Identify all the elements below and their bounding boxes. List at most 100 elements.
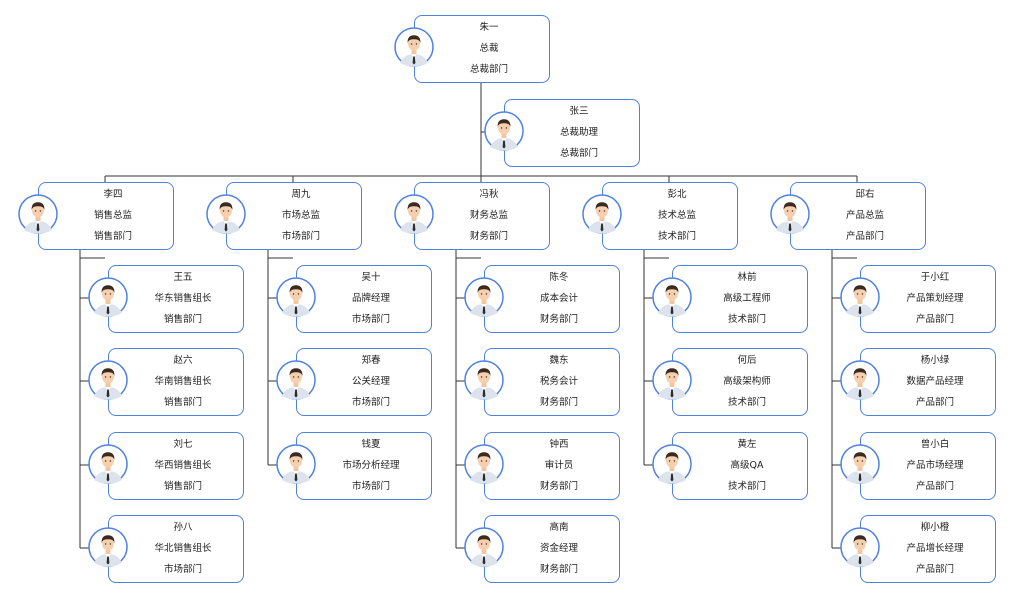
org-card[interactable]: 林前 高级工程师 技术部门 <box>672 265 808 333</box>
person-title: 高级QA <box>730 460 764 471</box>
businessman-avatar-icon <box>394 27 434 67</box>
org-card[interactable]: 高南 资金经理 财务部门 <box>484 515 620 583</box>
person-dept: 技术部门 <box>727 314 766 325</box>
person-dept: 技术部门 <box>727 481 766 492</box>
org-card[interactable]: 邱右 产品总监 产品部门 <box>790 182 926 250</box>
person-dept: 技术部门 <box>657 231 696 242</box>
person-name: 钟西 <box>549 439 569 450</box>
person-title: 成本会计 <box>539 293 578 304</box>
org-card[interactable]: 张三 总裁助理 总裁部门 <box>504 99 640 167</box>
person-name: 林前 <box>737 272 757 283</box>
org-card[interactable]: 陈冬 成本会计 财务部门 <box>484 265 620 333</box>
businessman-avatar-icon <box>88 444 128 484</box>
businessman-avatar-icon <box>18 194 58 234</box>
org-card[interactable]: 吴十 品牌经理 市场部门 <box>296 265 432 333</box>
person-name: 朱一 <box>479 22 499 33</box>
org-card[interactable]: 彭北 技术总监 技术部门 <box>602 182 738 250</box>
person-title: 税务会计 <box>539 376 578 387</box>
person-title: 品牌经理 <box>351 293 390 304</box>
org-card[interactable]: 孙八 华北销售组长 市场部门 <box>108 515 244 583</box>
businessman-avatar-icon <box>464 444 504 484</box>
person-dept: 市场部门 <box>351 481 390 492</box>
org-node-staff-4-3: 柳小橙 产品增长经理 产品部门 <box>840 515 1000 583</box>
businessman-avatar-icon <box>582 194 622 234</box>
org-node-dept-head-0: 李四 销售总监 销售部门 <box>18 182 178 250</box>
person-name: 黄左 <box>737 439 757 450</box>
org-card[interactable]: 杨小绿 数据产品经理 产品部门 <box>860 348 996 416</box>
person-title: 市场总监 <box>281 210 320 221</box>
person-title: 产品总监 <box>845 210 884 221</box>
org-node-assistant: 张三 总裁助理 总裁部门 <box>484 99 644 167</box>
person-name: 冯秋 <box>479 189 499 200</box>
org-card[interactable]: 郑春 公关经理 市场部门 <box>296 348 432 416</box>
person-title: 华东销售组长 <box>154 293 212 304</box>
person-dept: 产品部门 <box>845 231 884 242</box>
person-name: 邱右 <box>855 189 875 200</box>
org-card[interactable]: 魏东 税务会计 财务部门 <box>484 348 620 416</box>
person-title: 产品增长经理 <box>906 543 964 554</box>
businessman-avatar-icon <box>770 194 810 234</box>
org-card[interactable]: 黄左 高级QA 技术部门 <box>672 432 808 500</box>
person-name: 钱夏 <box>361 439 381 450</box>
businessman-avatar-icon <box>484 111 524 151</box>
person-title: 销售总监 <box>93 210 132 221</box>
org-node-staff-3-2: 黄左 高级QA 技术部门 <box>652 432 812 500</box>
org-card[interactable]: 王五 华东销售组长 销售部门 <box>108 265 244 333</box>
person-name: 李四 <box>103 189 123 200</box>
businessman-avatar-icon <box>840 277 880 317</box>
person-name: 陈冬 <box>549 272 569 283</box>
businessman-avatar-icon <box>840 527 880 567</box>
person-dept: 产品部门 <box>915 481 954 492</box>
org-node-staff-1-2: 钱夏 市场分析经理 市场部门 <box>276 432 436 500</box>
person-dept: 财务部门 <box>539 397 578 408</box>
person-dept: 财务部门 <box>539 564 578 575</box>
person-name: 杨小绿 <box>920 355 950 366</box>
org-card[interactable]: 曾小白 产品市场经理 产品部门 <box>860 432 996 500</box>
person-name: 吴十 <box>361 272 381 283</box>
person-dept: 市场部门 <box>351 397 390 408</box>
person-title: 审计员 <box>544 460 574 471</box>
person-title: 市场分析经理 <box>342 460 400 471</box>
org-node-staff-2-2: 钟西 审计员 财务部门 <box>464 432 624 500</box>
person-name: 郑春 <box>361 355 381 366</box>
person-title: 财务总监 <box>469 210 508 221</box>
businessman-avatar-icon <box>276 360 316 400</box>
org-node-dept-head-4: 邱右 产品总监 产品部门 <box>770 182 930 250</box>
org-card[interactable]: 刘七 华西销售组长 销售部门 <box>108 432 244 500</box>
org-card[interactable]: 柳小橙 产品增长经理 产品部门 <box>860 515 996 583</box>
businessman-avatar-icon <box>652 444 692 484</box>
org-node-dept-head-3: 彭北 技术总监 技术部门 <box>582 182 742 250</box>
person-title: 技术总监 <box>657 210 696 221</box>
org-node-staff-2-3: 高南 资金经理 财务部门 <box>464 515 624 583</box>
person-title: 华西销售组长 <box>154 460 212 471</box>
person-name: 周九 <box>291 189 311 200</box>
businessman-avatar-icon <box>276 277 316 317</box>
businessman-avatar-icon <box>652 277 692 317</box>
person-title: 高级工程师 <box>723 293 771 304</box>
person-dept: 销售部门 <box>163 481 202 492</box>
org-card[interactable]: 冯秋 财务总监 财务部门 <box>414 182 550 250</box>
org-node-ceo: 朱一 总裁 总裁部门 <box>394 15 554 83</box>
person-name: 何后 <box>737 355 757 366</box>
person-title: 公关经理 <box>351 376 390 387</box>
businessman-avatar-icon <box>652 360 692 400</box>
businessman-avatar-icon <box>464 360 504 400</box>
org-card[interactable]: 周九 市场总监 市场部门 <box>226 182 362 250</box>
person-title: 资金经理 <box>539 543 578 554</box>
person-dept: 销售部门 <box>163 314 202 325</box>
org-card[interactable]: 何后 高级架构师 技术部门 <box>672 348 808 416</box>
person-title: 数据产品经理 <box>906 376 964 387</box>
org-card[interactable]: 赵六 华南销售组长 销售部门 <box>108 348 244 416</box>
person-title: 华南销售组长 <box>154 376 212 387</box>
person-dept: 市场部门 <box>351 314 390 325</box>
org-node-staff-3-0: 林前 高级工程师 技术部门 <box>652 265 812 333</box>
org-card[interactable]: 钟西 审计员 财务部门 <box>484 432 620 500</box>
person-name: 张三 <box>569 106 589 117</box>
org-card[interactable]: 于小红 产品策划经理 产品部门 <box>860 265 996 333</box>
person-dept: 总裁部门 <box>559 148 598 159</box>
org-card[interactable]: 朱一 总裁 总裁部门 <box>414 15 550 83</box>
person-dept: 财务部门 <box>539 481 578 492</box>
org-card[interactable]: 李四 销售总监 销售部门 <box>38 182 174 250</box>
org-card[interactable]: 钱夏 市场分析经理 市场部门 <box>296 432 432 500</box>
org-node-staff-0-3: 孙八 华北销售组长 市场部门 <box>88 515 248 583</box>
